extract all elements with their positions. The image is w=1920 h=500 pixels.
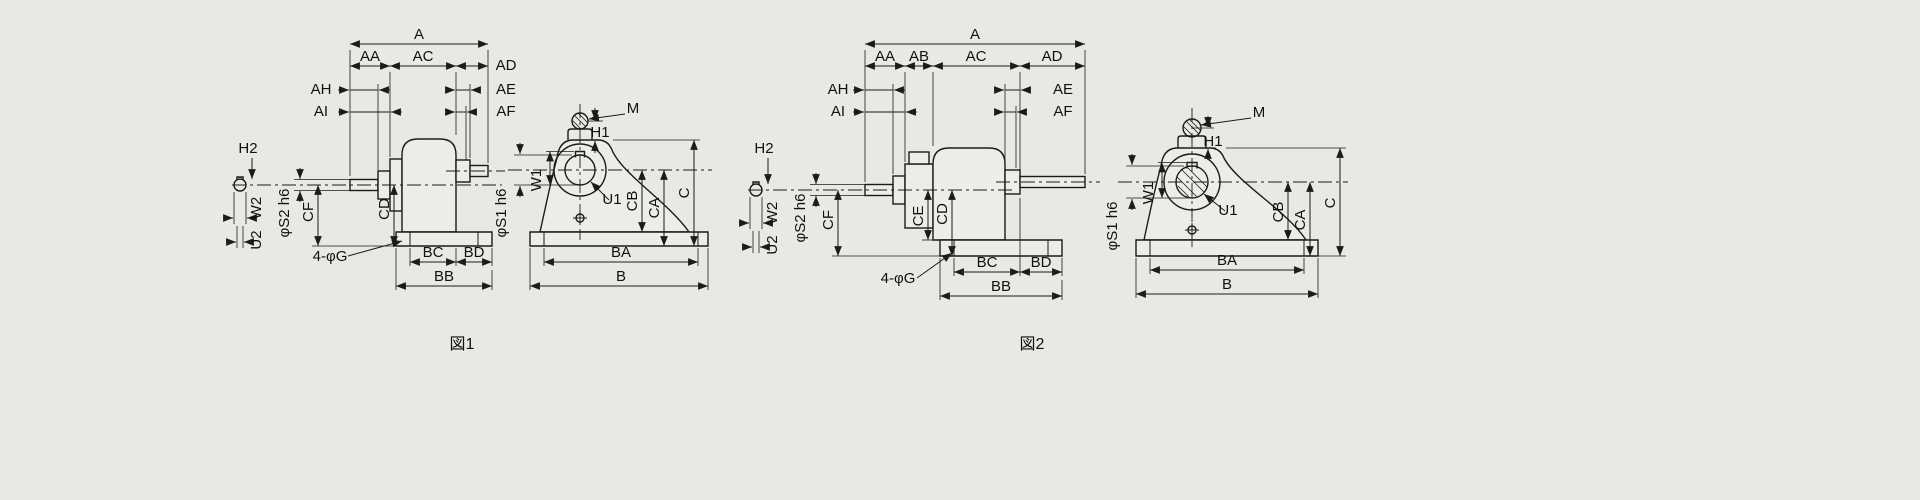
fig2-dim-ce: CE [910,206,927,227]
fig2-dim-ah: AH [828,81,849,98]
fig1-dim-w2: W2 [248,197,265,220]
fig1-dim-cd: CD [376,198,393,220]
fig2-dim-ac: AC [966,48,987,65]
fig1-dim-s1: φS1 h6 [493,189,510,238]
fig1-dim-a: A [414,26,424,43]
fig1-dim-ba: BA [611,244,631,261]
fig2-dim-bc: BC [977,254,998,271]
fig2-side-dimension-lines [739,40,1085,300]
fig1-dim-bd: BD [464,244,485,261]
fig2-dim-ad: AD [1042,48,1063,65]
fig2-side-view: A AA AB AC AD AH AI AE AF H2 W2 U2 φS2 h… [739,26,1100,300]
fig2-front-outline [1135,118,1319,257]
fig2-dim-h2: H2 [754,140,773,157]
fig2-dim-ai: AI [831,103,845,120]
fig1-dim-ca: CA [646,198,663,219]
fig2-dim-ba: BA [1217,252,1237,269]
fig1-dim-cb: CB [624,191,641,212]
fig2-dim-ae: AE [1053,81,1073,98]
fig2-dim-ab: AB [909,48,929,65]
fig2-dim-af: AF [1053,103,1072,120]
fig1-front-view: M H1 W1 U1 φS1 h6 CB CA C BA B 図1 [450,100,712,353]
fig2-dim-bb: BB [991,278,1011,295]
fig2-side-labels: A AA AB AC AD AH AI AE AF H2 W2 U2 φS2 h… [754,26,1073,295]
fig2-side-extension-lines [749,50,1086,300]
fig2-dim-s2: φS2 h6 [792,194,809,243]
fig1-dim-bb: BB [434,268,454,285]
fig1-dim-m: M [627,100,640,117]
fig1-front-outline [529,112,709,247]
fig1-front-dimension-lines [516,108,708,290]
fig1-dim-h2: H2 [238,140,257,157]
fig2-dim-cf: CF [820,210,837,230]
fig1-dim-ai: AI [314,103,328,120]
fig2-front-view: M H1 W1 U1 φS1 h6 CB CA C BA B 図2 [1020,104,1348,353]
fig2-front-dimension-lines [1128,116,1344,298]
fig1-dim-w1: W1 [528,169,545,192]
fig1-dim-ad: AD [496,57,517,74]
fig2-dim-bd: BD [1031,254,1052,271]
fig1-dim-c: C [676,187,693,198]
fig1-dim-h1: H1 [590,124,609,141]
fig1-dim-cf: CF [300,202,317,222]
fig2-dim-a: A [970,26,980,43]
fig1-side-dimension-lines [223,40,492,290]
fig2-dim-ca: CA [1292,210,1309,231]
fig2-caption: 図2 [1020,336,1045,353]
fig1-caption: 図1 [450,336,475,353]
fig2-dim-m: M [1253,104,1266,121]
fig2-dim-h1: H1 [1203,133,1222,150]
fig1-dim-g: 4-φG [313,248,348,265]
fig2-dim-u1: U1 [1218,202,1237,219]
fig2-dim-s1: φS1 h6 [1104,202,1121,251]
fig2-dim-u2: U2 [764,235,781,254]
fig2-dim-aa: AA [875,48,895,65]
fig2-dim-cb: CB [1270,202,1287,223]
fig2-dim-cd: CD [934,203,951,225]
fig2-dim-w1: W1 [1140,182,1157,205]
fig1-dim-b: B [616,268,626,285]
fig2-dim-w2: W2 [764,202,781,225]
fig2-dim-b: B [1222,276,1232,293]
fig1-dim-aa: AA [360,48,380,65]
fig1-dim-ah: AH [311,81,332,98]
fig1-side-outline [233,138,493,247]
fig1-front-labels: M H1 W1 U1 φS1 h6 CB CA C BA B [493,100,693,285]
fig1-dim-s2: φS2 h6 [276,189,293,238]
fig1-side-extension-lines [233,50,493,290]
fig1-dim-bc: BC [423,244,444,261]
fig1-side-labels: A AA AC AD AH AI AE AF H2 W2 U2 φS2 h6 C… [238,26,516,285]
fig1-dim-u1: U1 [602,191,621,208]
fig1-dim-ac: AC [413,48,434,65]
fig2-dim-c: C [1322,197,1339,208]
fig2-front-labels: M H1 W1 U1 φS1 h6 CB CA C BA B [1104,104,1339,293]
fig1-front-shaft-bore [553,143,607,225]
fig2-front-shaft-bore [1163,153,1221,237]
fig2-dim-g: 4-φG [881,270,916,287]
fig1-dim-u2: U2 [248,230,265,249]
fig1-dim-af: AF [496,103,515,120]
fig1-side-view: A AA AC AD AH AI AE AF H2 W2 U2 φS2 h6 C… [223,26,517,290]
fig1-dim-ae: AE [496,81,516,98]
